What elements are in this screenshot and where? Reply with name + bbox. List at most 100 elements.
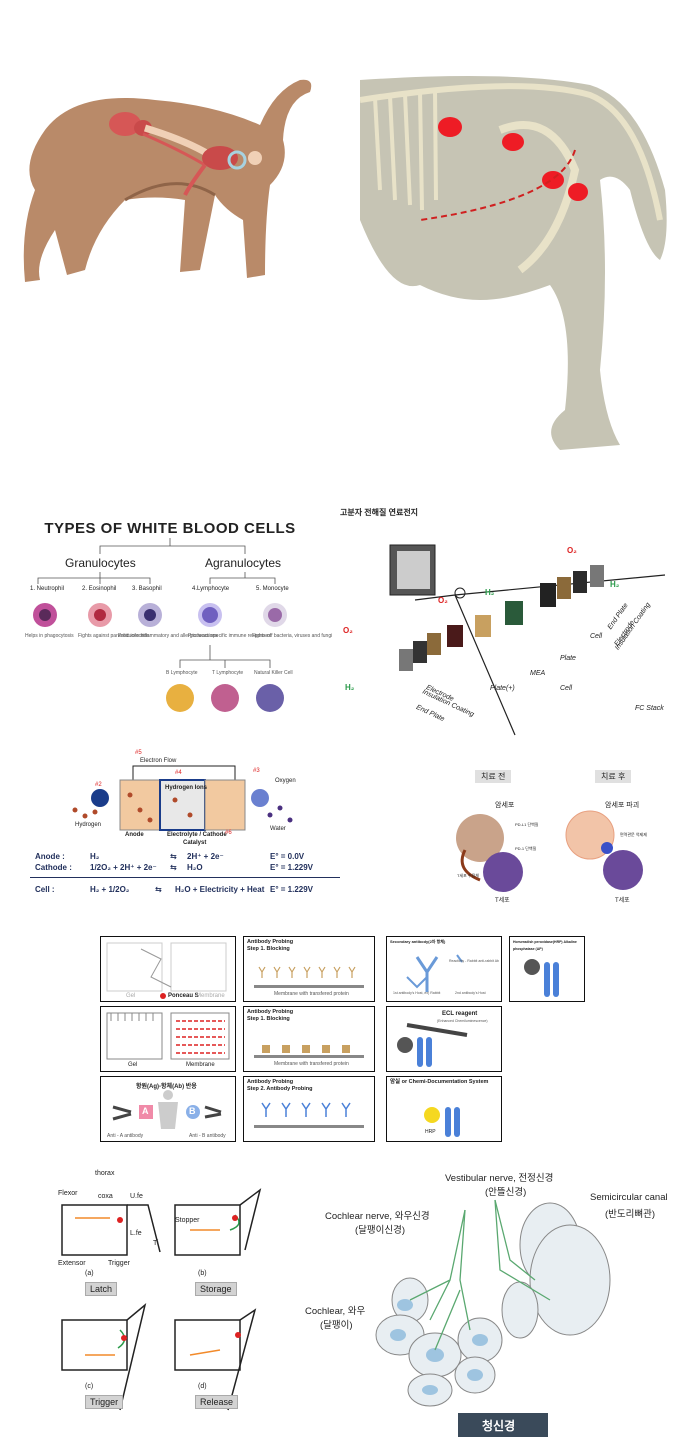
svg-text:H₂: H₂ bbox=[610, 580, 620, 589]
agranulocytes-label: Agranulocytes bbox=[205, 556, 282, 570]
cell-name-2: 2. Eosinophil bbox=[82, 586, 117, 592]
lfe-label: L.fe bbox=[130, 1230, 142, 1237]
panel-b-label: (b) bbox=[198, 1270, 207, 1277]
dog-side-illustration bbox=[15, 70, 335, 295]
ear-footer-bar bbox=[458, 1413, 548, 1437]
t-cell-label-after: T세포 bbox=[615, 898, 630, 904]
svg-text:O₂: O₂ bbox=[438, 596, 448, 605]
storage-tag: Storage bbox=[195, 1282, 237, 1296]
fc-label-stack: FC Stack bbox=[635, 705, 664, 712]
svg-text:H₂: H₂ bbox=[485, 588, 495, 597]
release-tag: Release bbox=[195, 1395, 239, 1409]
wb-panel-probing-antibody: Antibody Probing Step 2. Antibody Probin… bbox=[243, 1076, 375, 1142]
eq-cell-right: H₂O + Electricity + Heat bbox=[175, 885, 265, 894]
cell-desc-1: Helps in phagocytosis bbox=[25, 633, 74, 639]
wb-anti-b: Anti - B antibody bbox=[189, 1133, 226, 1139]
wb-secondary-note: Reactivity - Rabbit anti-rabbit Ab bbox=[449, 959, 499, 963]
marker-2: #2 bbox=[95, 782, 102, 788]
ufe-label: U.fe bbox=[130, 1193, 143, 1200]
catalyst-label: Catalyst bbox=[183, 840, 207, 846]
eq-anode-label: Anode : bbox=[35, 852, 65, 861]
eq-divider bbox=[30, 877, 340, 878]
cell-name-4: 4.Lymphocyte bbox=[192, 586, 230, 592]
hydrogen-label: Hydrogen bbox=[75, 822, 102, 828]
t-cell-label-before: T세포 bbox=[495, 898, 510, 904]
wbc-tree-lines bbox=[33, 538, 287, 712]
wb-a-letter: A bbox=[142, 1106, 149, 1116]
cell-name-1: 1. Neutrophil bbox=[30, 586, 65, 592]
wb-panel-ecl: ECL reagent (Enhanced Chemiluminescence) bbox=[386, 1006, 502, 1072]
immunotherapy-diagram: 치료 전 치료 후 암세포 암세포 파괴 PD-L1 단백질 PD-1 단백질 … bbox=[415, 770, 675, 910]
eq-cell-e: E° = 1.229V bbox=[270, 885, 314, 894]
thorax-label: thorax bbox=[95, 1170, 115, 1177]
wb-membrane2-label: Membrane bbox=[186, 1062, 215, 1068]
after-tag: 치료 후 bbox=[595, 770, 632, 783]
cell-desc-5: Fights off bacteria, viruses and fungi bbox=[252, 633, 333, 639]
wb-panel-gel-membrane: Gel Membrane bbox=[100, 1006, 236, 1072]
wb-hrp-title: Horseradish peroxidase(HRP) Alkaline pho… bbox=[513, 940, 577, 951]
trigger-label: Trigger bbox=[108, 1260, 130, 1267]
wb-ag-ab-title: 항원(Ag)-항체(Ab) 반응 bbox=[136, 1084, 197, 1090]
marker-6: #6 bbox=[225, 830, 232, 836]
lymph-type-b: B Lymphocyte bbox=[166, 670, 198, 676]
eq-cathode-left: 1/2O₂ + 2H⁺ + 2e⁻ bbox=[90, 863, 157, 872]
marker-5: #5 bbox=[135, 750, 142, 756]
wb-probing3-title: Antibody Probing Step 2. Antibody Probin… bbox=[247, 1079, 313, 1092]
eq-cell-arrow: ⇆ bbox=[155, 885, 162, 894]
wb-gel2-label: Gel bbox=[128, 1062, 138, 1068]
wb-second-ab: 2nd antibody's Host bbox=[455, 991, 486, 995]
fuel-cell-stack-diagram: 고분자 전해질 연료전지 O₂ O₂ O₂ H₂ H₂ H₂ End Plate… bbox=[335, 505, 680, 745]
wb-b-letter: B bbox=[189, 1106, 196, 1116]
fc-label-plate-plus: Plate(+) bbox=[490, 685, 515, 692]
cell-desc-4: Produces specific immune responses bbox=[188, 633, 271, 639]
eq-cathode-label: Cathode : bbox=[35, 863, 72, 872]
wb-first-ab: 1st antibody's Host, ex) Rabbit bbox=[393, 991, 441, 995]
oxygen-label: Oxygen bbox=[275, 778, 296, 784]
latch-tag: Latch bbox=[85, 1282, 118, 1296]
wb-panel-ag-ab: 항원(Ag)-항체(Ab) 반응 A B Anti - A antibody A… bbox=[100, 1076, 236, 1142]
semicircular-sub: (반도리뼈관) bbox=[605, 1209, 656, 1220]
electron-flow-label: Electron Flow bbox=[140, 758, 177, 764]
fuel-cell-title: 고분자 전해질 연료전지 bbox=[340, 508, 419, 517]
wb-hrp-label: HRP bbox=[425, 1129, 436, 1135]
stopper-label: Stopper bbox=[175, 1217, 200, 1224]
eq-cathode-right: H₂O bbox=[187, 863, 203, 872]
wb-panel-gel-ponceau: Gel Ponceau S Membrane bbox=[100, 936, 236, 1002]
svg-text:O₂: O₂ bbox=[567, 546, 577, 555]
marker-4: #4 bbox=[175, 770, 182, 776]
cochlea-label: Cochlear, 와우 bbox=[305, 1306, 366, 1317]
wbc-diagram: TYPES OF WHITE BLOOD CELLS Granulocytes … bbox=[20, 520, 332, 730]
wb-panel-secondary-antibody: Secondary antibody(2차 항체) Reactivity - R… bbox=[386, 936, 502, 1002]
cancer-cell-label: 암세포 bbox=[495, 802, 515, 809]
cancer-destroy-label: 암세포 파괴 bbox=[605, 802, 640, 809]
eq-cell-label: Cell : bbox=[35, 885, 55, 894]
pdl1-label: PD-L1 단백질 bbox=[515, 822, 539, 827]
semicircular-label: Semicircular canal bbox=[590, 1192, 668, 1203]
cell-name-5: 5. Monocyte bbox=[256, 586, 289, 592]
wb-secondary-title: Secondary antibody(2차 항체) bbox=[390, 939, 446, 944]
inner-ear-diagram: Vestibular nerve, 전정신경 (안뜰신경) Semicircul… bbox=[300, 1170, 690, 1440]
panel-d-label: (d) bbox=[198, 1383, 207, 1390]
insect-leg-diagram: thorax Flexor coxa U.fe L.fe Ti Extensor… bbox=[50, 1170, 290, 1415]
svg-text:H₂: H₂ bbox=[345, 683, 355, 692]
wb-panel-hrp: Horseradish peroxidase(HRP) Alkaline pho… bbox=[509, 936, 585, 1002]
wb-probing2-caption: Membrane with transfered protein bbox=[274, 1061, 349, 1067]
lymph-type-nk: Natural Killer Cell bbox=[254, 670, 293, 676]
wb-panel-probing-blocking-2: Antibody Probing Step 1. Blocking Membra… bbox=[243, 1006, 375, 1072]
immune-drug-label: 면역관문 억제제 bbox=[620, 832, 647, 837]
eq-cathode-e: E° = 1.229V bbox=[270, 863, 314, 872]
wb-probing1-title: Antibody Probing Step 1. Blocking bbox=[247, 939, 294, 952]
eq-cathode-arrow: ⇆ bbox=[170, 863, 177, 872]
eq-anode-e: E° = 0.0V bbox=[270, 852, 305, 861]
water-label: Water bbox=[270, 826, 286, 832]
cochlea-sub: (달팽이) bbox=[320, 1320, 353, 1331]
eq-anode-arrow: ⇆ bbox=[170, 852, 177, 861]
ti-label: Ti bbox=[153, 1240, 159, 1247]
wb-panel-chemi: 암실 or Chemi-Documentation System HRP bbox=[386, 1076, 502, 1142]
fc-label-plate-minus: Plate bbox=[560, 655, 576, 662]
svg-text:O₂: O₂ bbox=[343, 626, 353, 635]
wb-ponceau-label: Ponceau S bbox=[168, 993, 199, 999]
flexor-label: Flexor bbox=[58, 1190, 78, 1197]
fc-label-cell-2: Cell bbox=[560, 685, 573, 692]
wb-panel-probing-blocking-1: Antibody Probing Step 1. Blocking Membra… bbox=[243, 936, 375, 1002]
